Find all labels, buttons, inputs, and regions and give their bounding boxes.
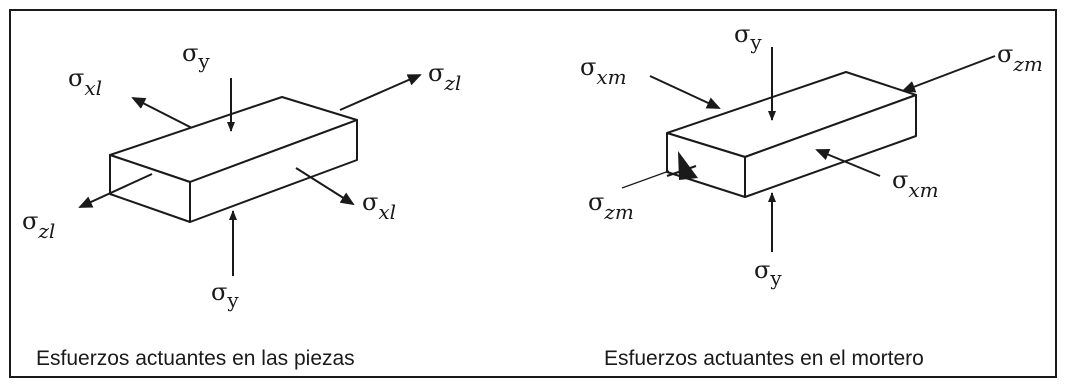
sigma-zm-front-arrowhead xyxy=(678,151,698,180)
masonry-piece-block xyxy=(109,96,358,223)
label-sigma-zl-back: σzl xyxy=(428,59,461,95)
label-sigma-xl-back: σxl xyxy=(68,64,102,100)
right-diagram: σy σxm σzm σzm σxm σy xyxy=(580,20,1043,290)
sigma-zl-back-arrow xyxy=(339,74,422,111)
label-sigma-xl-front: σxl xyxy=(362,188,396,224)
mortar-joint-block xyxy=(621,71,917,198)
label-sigma-zl-front: σzl xyxy=(22,207,55,243)
sigma-zm-back-arrow xyxy=(901,55,996,93)
sigma-xl-front-arrow xyxy=(295,167,355,206)
left-diagram: σy σxl σzl σzl σxl σy xyxy=(22,39,461,312)
label-sigma-xm-front: σxm xyxy=(892,166,939,202)
sigma-zl-front-arrow xyxy=(78,173,153,208)
label-sigma-zm-front: σzm xyxy=(588,188,634,224)
sigma-xm-back-arrow xyxy=(649,75,721,109)
caption-pieces: Esfuerzos actuantes en las piezas xyxy=(36,347,355,370)
label-sigma-y-top: σy xyxy=(182,39,210,73)
label-sigma-y-bottom: σy xyxy=(211,278,239,312)
sigma-xl-back-arrow xyxy=(131,97,193,129)
label-sigma-y-top-mortar: σy xyxy=(734,20,762,54)
caption-mortar: Esfuerzos actuantes en el mortero xyxy=(604,347,924,370)
sigma-xm-front-arrow xyxy=(815,149,881,177)
label-sigma-xm-back: σxm xyxy=(580,53,627,89)
label-sigma-zm-back: σzm xyxy=(997,40,1043,76)
label-sigma-y-bottom-mortar: σy xyxy=(754,256,782,290)
